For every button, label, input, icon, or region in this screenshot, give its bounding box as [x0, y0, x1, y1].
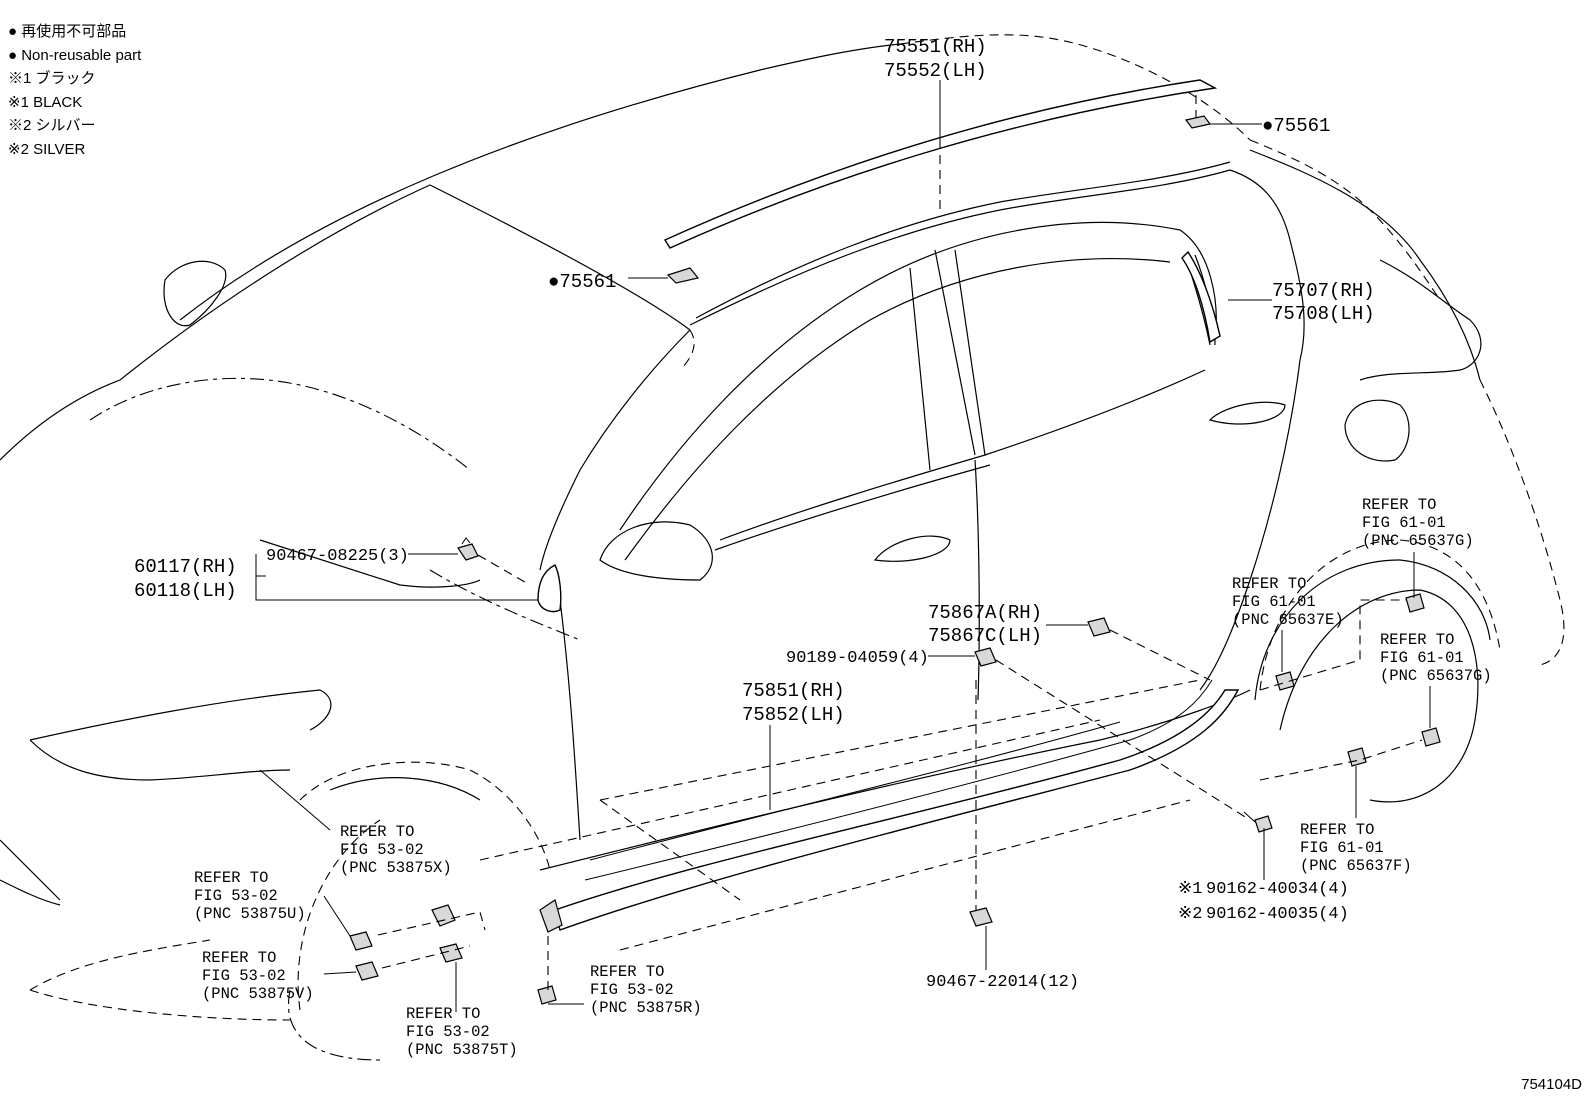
label-screw-black-mark: ※1: [1178, 880, 1202, 899]
svg-text:FIG 61-01: FIG 61-01: [1380, 649, 1464, 667]
front-clip-x-part: [431, 904, 456, 927]
label-quarter-molding-rh: 75707(RH): [1272, 280, 1375, 302]
parts: [349, 79, 1441, 1005]
callout-labels: 75551(RH) 75552(LH) ●75561 ●75561 75707(…: [134, 36, 1375, 992]
ref-53875r: REFER TO FIG 53-02 (PNC 53875R): [590, 963, 702, 1017]
svg-text:REFER TO: REFER TO: [202, 949, 276, 967]
svg-text:(PNC 53875T): (PNC 53875T): [406, 1041, 518, 1059]
svg-text:(PNC 65637G): (PNC 65637G): [1362, 532, 1474, 550]
rear-clip-g1-part: [1405, 593, 1425, 613]
legend-silver-jp: ※2 シルバー: [8, 117, 96, 134]
front-clip-u-part: [349, 931, 373, 951]
label-rocker-nut: 90189-04059(4): [786, 649, 929, 668]
label-clip-rear: ●75561: [1262, 115, 1330, 137]
label-garnish-lh: 60118(LH): [134, 580, 237, 602]
svg-text:REFER TO: REFER TO: [194, 869, 268, 887]
roof-clip-rear-part: [1184, 115, 1212, 129]
front-clip-t-part: [439, 943, 463, 963]
ref-53875x: REFER TO FIG 53-02 (PNC 53875X): [340, 823, 452, 877]
ref-65637g-upper: REFER TO FIG 61-01 (PNC 65637G): [1362, 496, 1474, 550]
svg-text:REFER TO: REFER TO: [1362, 496, 1436, 514]
rear-clip-g2-part: [1421, 727, 1441, 747]
rear-clip-f-part: [1347, 747, 1367, 767]
svg-text:FIG 53-02: FIG 53-02: [406, 1023, 490, 1041]
svg-text:REFER TO: REFER TO: [1232, 575, 1306, 593]
svg-text:FIG 53-02: FIG 53-02: [590, 981, 674, 999]
ref-53875v: REFER TO FIG 53-02 (PNC 53875V): [202, 949, 314, 1003]
svg-text:REFER TO: REFER TO: [590, 963, 664, 981]
rocker-screw-part: [1243, 811, 1273, 833]
rear-clip-e-part: [1275, 671, 1295, 691]
legend-non-reusable-en: ● Non-reusable part: [8, 46, 142, 64]
roof-clip-front-part: [666, 267, 700, 284]
car-body-outline: [0, 34, 1565, 1061]
label-roof-molding-rh: 75551(RH): [884, 36, 987, 58]
front-clip-v-part: [355, 961, 379, 981]
svg-text:FIG 53-02: FIG 53-02: [340, 841, 424, 859]
svg-text:FIG 53-02: FIG 53-02: [202, 967, 286, 985]
ref-65637e: REFER TO FIG 61-01 (PNC 65637E): [1232, 575, 1344, 629]
legend-silver-en: ※2 SILVER: [8, 140, 86, 158]
svg-text:REFER TO: REFER TO: [1380, 631, 1454, 649]
svg-text:REFER TO: REFER TO: [340, 823, 414, 841]
svg-text:FIG 53-02: FIG 53-02: [194, 887, 278, 905]
svg-text:REFER TO: REFER TO: [406, 1005, 480, 1023]
ref-65637g-lower: REFER TO FIG 61-01 (PNC 65637G): [1380, 631, 1492, 685]
ref-53875u: REFER TO FIG 53-02 (PNC 53875U): [194, 869, 306, 923]
label-screw-black: 90162-40034(4): [1206, 880, 1349, 899]
svg-text:FIG 61-01: FIG 61-01: [1300, 839, 1384, 857]
ref-53875t: REFER TO FIG 53-02 (PNC 53875T): [406, 1005, 518, 1059]
front-fender-garnish-part: [537, 564, 562, 613]
svg-text:(PNC 53875X): (PNC 53875X): [340, 859, 452, 877]
legend-black-jp: ※1 ブラック: [8, 70, 96, 87]
label-bottom-clip: 90467-22014(12): [926, 973, 1079, 992]
svg-text:(PNC 65637E): (PNC 65637E): [1232, 611, 1344, 629]
leader-lines: [255, 80, 1431, 1012]
svg-text:(PNC 65637G): (PNC 65637G): [1380, 667, 1492, 685]
legend-non-reusable-jp: ● 再使用不可部品: [8, 23, 127, 40]
label-rocker-clip-rh: 75867A(RH): [928, 602, 1042, 624]
legend-black-en: ※1 BLACK: [8, 93, 83, 111]
label-sill-molding-rh: 75851(RH): [742, 680, 845, 702]
rocker-clip-part: [1087, 617, 1111, 637]
rocker-panel-molding-part: [554, 689, 1240, 931]
label-sill-molding-lh: 75852(LH): [742, 704, 845, 726]
label-garnish-rh: 60117(RH): [134, 556, 237, 578]
reference-labels: REFER TO FIG 61-01 (PNC 65637G) REFER TO…: [194, 496, 1492, 1059]
rocker-end-cap-part: [539, 899, 563, 933]
rocker-nut-part: [974, 647, 997, 667]
svg-text:(PNC 53875R): (PNC 53875R): [590, 999, 702, 1017]
assembly-guides: [377, 95, 1423, 990]
label-garnish-clip: 90467-08225(3): [266, 547, 409, 566]
garnish-clip-part: [457, 537, 479, 561]
label-screw-silver-mark: ※2: [1178, 905, 1202, 924]
svg-text:FIG 61-01: FIG 61-01: [1362, 514, 1446, 532]
roof-molding-part: [663, 79, 1218, 249]
legend: ● 再使用不可部品 ● Non-reusable part ※1 ブラック ※1…: [8, 20, 141, 161]
label-rocker-clip-lh: 75867C(LH): [928, 625, 1042, 647]
svg-text:FIG 61-01: FIG 61-01: [1232, 593, 1316, 611]
label-screw-silver: 90162-40035(4): [1206, 905, 1349, 924]
label-clip-front: ●75561: [548, 271, 616, 293]
figure-code: 754104D: [1521, 1076, 1582, 1093]
ref-65637f: REFER TO FIG 61-01 (PNC 65637F): [1300, 821, 1412, 875]
svg-text:REFER TO: REFER TO: [1300, 821, 1374, 839]
svg-text:(PNC 53875V): (PNC 53875V): [202, 985, 314, 1003]
svg-text:(PNC 65637F): (PNC 65637F): [1300, 857, 1412, 875]
quarter-window-molding-part: [1181, 250, 1221, 344]
label-quarter-molding-lh: 75708(LH): [1272, 303, 1375, 325]
svg-text:(PNC 53875U): (PNC 53875U): [194, 905, 306, 923]
front-clip-r-part: [537, 985, 557, 1005]
label-roof-molding-lh: 75552(LH): [884, 60, 987, 82]
bottom-clip-part: [969, 907, 993, 927]
